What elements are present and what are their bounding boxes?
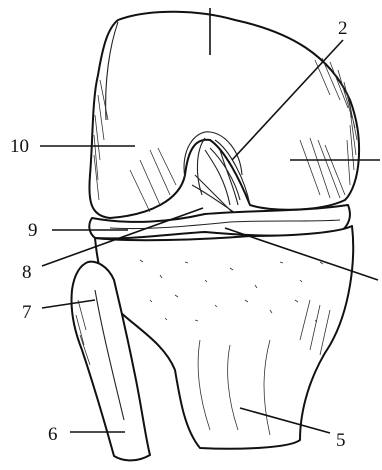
label-10: 10 (10, 136, 29, 157)
label-6: 6 (48, 424, 58, 445)
label-9: 9 (28, 220, 38, 241)
label-7: 7 (22, 302, 32, 323)
femur (89, 12, 359, 218)
label-8: 8 (22, 262, 32, 283)
label-5: 5 (336, 430, 346, 451)
label-2: 2 (338, 18, 348, 39)
